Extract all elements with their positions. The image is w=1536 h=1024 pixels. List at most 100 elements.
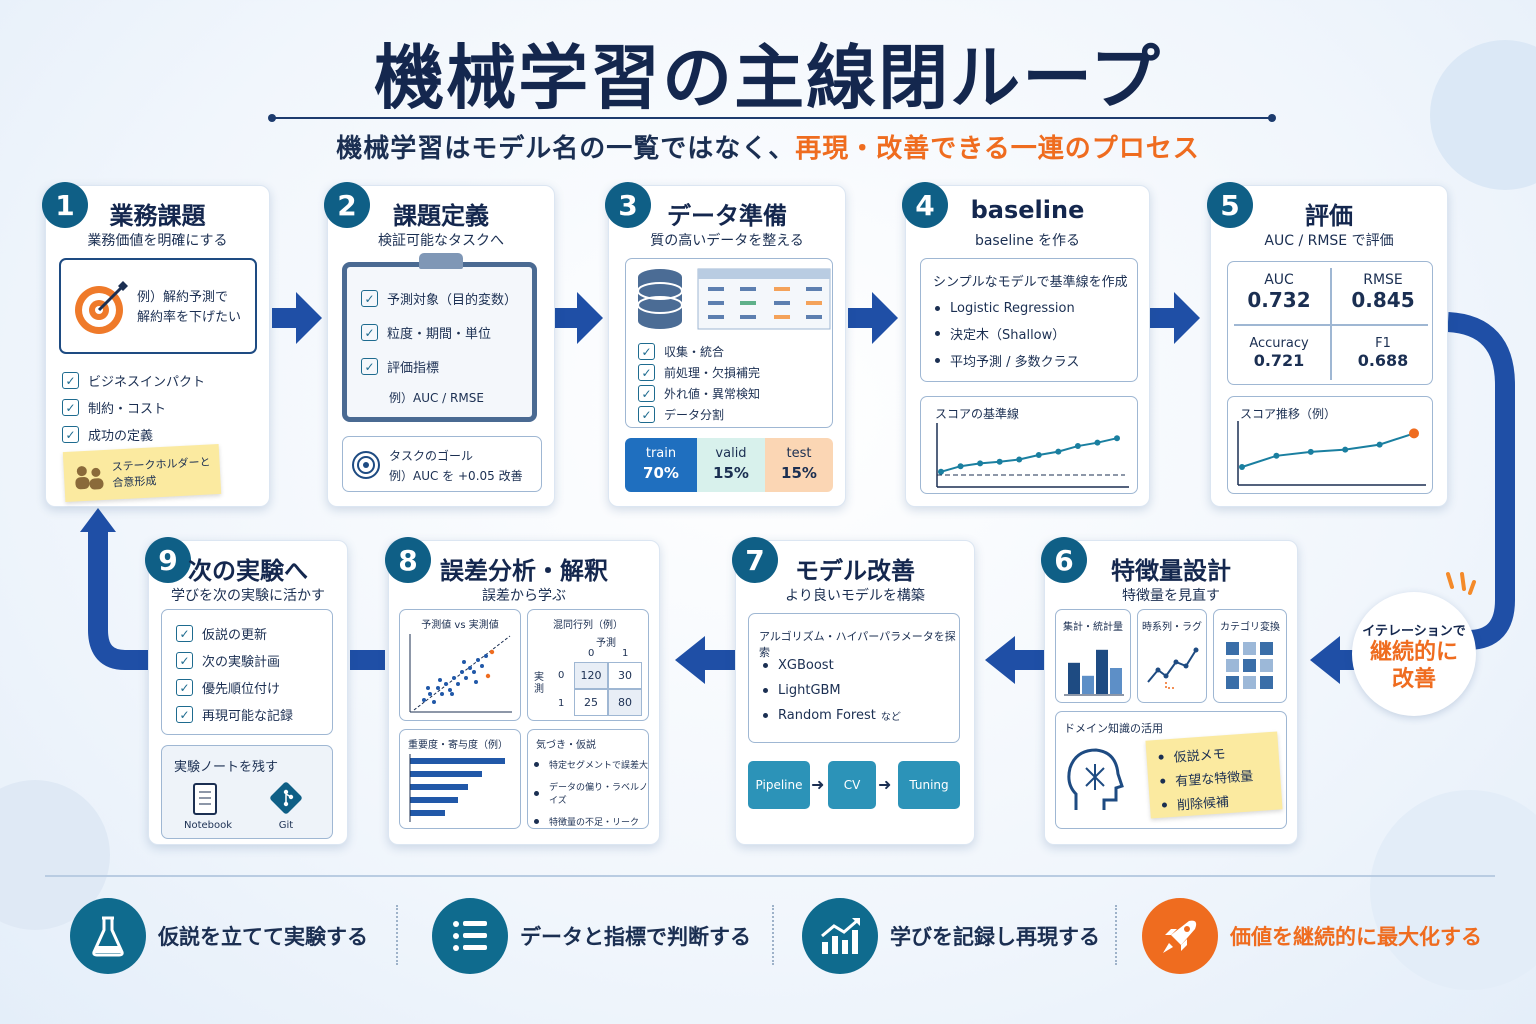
pipeline-flow: Pipeline ➜ CV ➜ Tuning (748, 761, 960, 811)
cm-row-label: 1 (558, 698, 565, 709)
importance-bar-chart (409, 754, 505, 822)
importance-bar (410, 784, 468, 790)
baseline-chart-box: スコアの基準線 (920, 396, 1138, 494)
clipboard: ✓予測対象（目的変数） ✓粒度・期間・単位 ✓評価指標 例）AUC / RMSE (342, 253, 537, 422)
growth-chart-icon (802, 898, 878, 974)
goal-title: タスクのゴール (389, 449, 474, 463)
feature-text: 学びを記録し再現する (890, 925, 1100, 949)
goal-text: 例）AUC を +0.05 改善 (389, 469, 523, 483)
step-subtitle: AUC / RMSE で評価 (1264, 233, 1394, 249)
checklist-item: ✓再現可能な記録 (176, 705, 293, 724)
step-number: 7 (732, 537, 778, 583)
loop-badge-line2: 継続的に (1369, 640, 1458, 665)
model-item: XGBoost (763, 658, 901, 673)
box-title: アルゴリズム・ハイパーパラメータを探索 (759, 630, 956, 659)
pipeline-step: Tuning (898, 761, 960, 809)
panel-title: 集計・統計量 (1063, 622, 1123, 633)
step-title: 業務課題 (109, 202, 206, 230)
step-subtitle: 検証可能なタスクへ (378, 233, 504, 249)
checkbox-icon: ✓ (176, 679, 193, 696)
clipboard-clip (419, 253, 463, 269)
memo-item: 削除候補 (1161, 787, 1282, 814)
importance-bar (410, 758, 505, 764)
scatter-plot-icon (409, 634, 512, 713)
chart-title: スコア推移（例） (1240, 407, 1337, 421)
feature-separator (772, 905, 774, 965)
memo-item: 仮説メモ (1158, 739, 1279, 766)
step-subtitle: より良いモデルを構築 (785, 588, 925, 604)
checklist-item: ✓優先順位付け (176, 678, 293, 697)
checkbox-icon: ✓ (62, 372, 79, 389)
data-point (1342, 446, 1349, 453)
step-number: 1 (42, 182, 88, 228)
checklist-item: ✓前処理・欠損補完 (638, 364, 760, 381)
notebook-icon (193, 783, 217, 815)
list-item: 決定木（Shallow） (935, 324, 1079, 343)
step-number: 4 (902, 182, 948, 228)
data-point (1035, 452, 1042, 458)
checkbox-icon: ✓ (62, 399, 79, 416)
data-point (1273, 452, 1280, 459)
cm-row-label: 0 (558, 670, 565, 681)
checklist-item: ✓成功の定義 (62, 425, 205, 444)
checklist-item: ✓外れ値・異常検知 (638, 385, 760, 402)
git-icon (270, 782, 302, 814)
step-subtitle: 質の高いデータを整える (650, 233, 804, 249)
target-icon (75, 281, 128, 334)
bar (1110, 668, 1122, 694)
experiment-notes-box: 実験ノートを残す Notebook Git (161, 745, 333, 839)
feature-data-metrics: データと指標で判断する (432, 898, 751, 974)
step-number: 9 (145, 537, 191, 583)
task-goal-box: タスクのゴール 例）AUC を +0.05 改善 (342, 436, 542, 492)
loop-left-curve (88, 530, 150, 670)
model-search-box: アルゴリズム・ハイパーパラメータを探索 XGBoost LightGBM Ran… (748, 613, 960, 743)
panel-title: 時系列・ラグ (1142, 622, 1202, 633)
importance-box: 重要度・寄与度（例） (399, 729, 521, 829)
spark-icon (1446, 572, 1476, 595)
data-point (1074, 443, 1081, 450)
data-point (1094, 439, 1101, 446)
checkbox-icon: ✓ (62, 426, 79, 443)
insights-box: 気づき・仮説 特定セグメントで誤差大 データの偏り・ラベルノイズ 特徴量の不足・… (527, 729, 649, 829)
data-point (938, 468, 944, 475)
cm-col-label: 0 (588, 648, 595, 659)
data-point (996, 458, 1003, 465)
baseline-line-chart (936, 423, 1129, 488)
cm-col-label: 1 (622, 648, 629, 659)
step-subtitle: 業務価値を明確にする (87, 233, 228, 249)
bar (1082, 675, 1094, 694)
checkbox-icon: ✓ (361, 290, 378, 307)
step-card-1: 1 業務課題 業務価値を明確にする 例）解約予測で 解約率を下げたい ✓ビジネス… (42, 182, 270, 507)
bottom-divider (45, 875, 1495, 877)
cm-cell: 30 (608, 662, 642, 689)
step-card-4: 4 baseline baseline を作る シンプルなモデルで基準線を作成 … (902, 182, 1150, 507)
pipeline-step: Pipeline (748, 761, 810, 809)
memo-item: 有望な特徴量 (1160, 763, 1281, 790)
arrow-7-8 (675, 636, 735, 684)
step-subtitle: 学びを次の実験に活かす (171, 588, 325, 604)
loop-right-curve (1447, 312, 1515, 650)
checkbox-icon: ✓ (638, 385, 655, 402)
box-title: 気づき・仮説 (536, 740, 596, 751)
page-subtitle: 機械学習はモデル名の一覧ではなく、再現・改善できる一連のプロセス (336, 134, 1200, 164)
checklist-item: ✓評価指標 (361, 357, 517, 376)
feature-panel-category: カテゴリ変換 (1213, 609, 1287, 703)
data-prep-box: ✓収集・統合 ✓前処理・欠損補完 ✓外れ値・異常検知 ✓データ分割 (625, 258, 833, 428)
step-card-3: 3 データ準備 質の高いデータを整える ✓収集・統合 ✓前処理・欠損補完 ✓外れ… (605, 182, 846, 507)
arrow-4-5 (1150, 292, 1200, 344)
box-title: シンプルなモデルで基準線を作成 (933, 275, 1128, 290)
cm-cell: 80 (608, 689, 642, 716)
checkbox-icon: ✓ (176, 652, 193, 669)
data-point (957, 463, 964, 470)
cm-pred-label: 予測 (596, 638, 616, 649)
checklist-item: ✓予測対象（目的変数） (361, 289, 517, 308)
list-item: 平均予測 / 多数クラス (935, 351, 1079, 370)
loop-badge-line1: イテレーションで (1362, 624, 1466, 639)
data-point (1376, 441, 1383, 448)
feature-text: 価値を継続的に最大化する (1230, 925, 1482, 949)
checklist-item: ✓ビジネスインパクト (62, 371, 205, 390)
